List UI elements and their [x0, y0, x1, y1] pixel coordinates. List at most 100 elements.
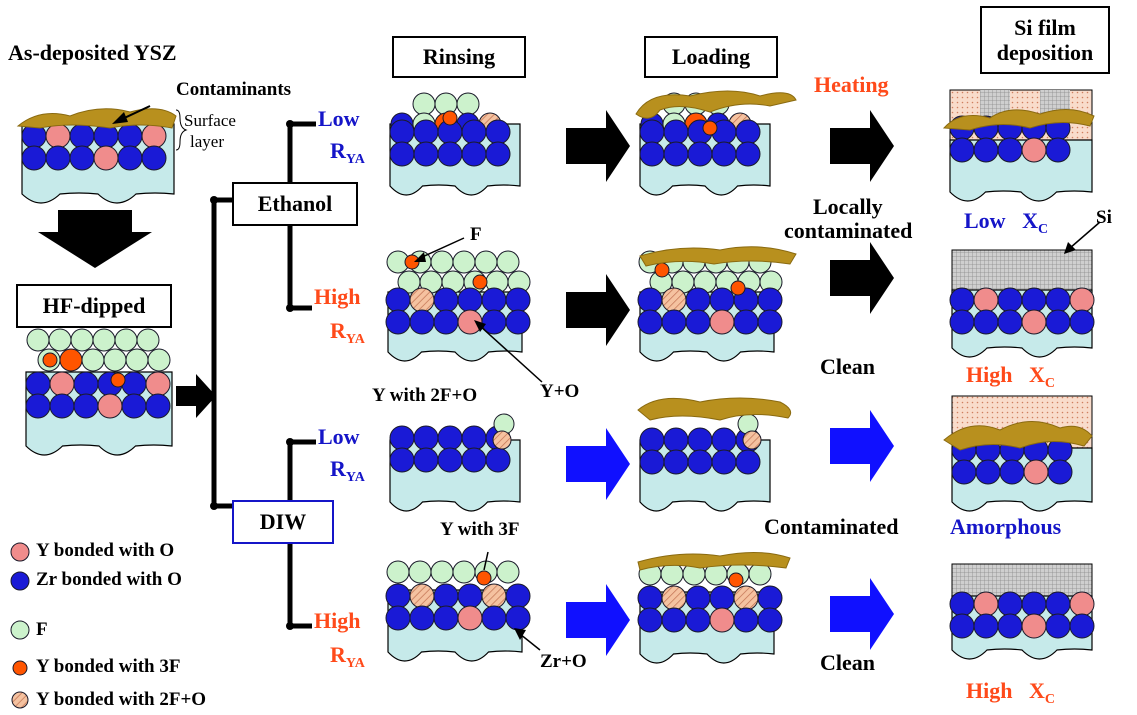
si-film-header-line2: deposition — [996, 40, 1094, 65]
y-o-atom — [141, 123, 167, 149]
zr-atom — [505, 287, 531, 313]
tree-node — [286, 438, 294, 446]
zr-atom — [413, 425, 439, 451]
si-film — [951, 249, 1093, 291]
zr-atom — [997, 309, 1023, 335]
y-3f-atom — [702, 120, 718, 136]
hf-dipped-box: HF-dipped — [16, 284, 172, 328]
zr-atom — [69, 123, 95, 149]
f-atom — [496, 250, 520, 274]
legend-zr-o: Zr bonded with O — [36, 569, 182, 590]
zr-atom — [1021, 591, 1047, 617]
zr-atom — [949, 613, 975, 639]
tree-node — [286, 622, 294, 630]
rinse-diw-high — [385, 551, 541, 662]
zr-atom — [457, 287, 483, 313]
zr-atom — [1045, 137, 1071, 163]
zr-atom — [1045, 591, 1071, 617]
y-3f-atom — [654, 262, 670, 278]
y-2fo-atom — [661, 585, 687, 611]
arrows — [38, 110, 894, 656]
f-atom — [496, 560, 520, 584]
zr-atom — [637, 585, 663, 611]
zr-atom — [437, 425, 463, 451]
ethanol-low-label: Low — [318, 106, 360, 131]
zr-atom — [461, 425, 487, 451]
zr-atom — [1021, 287, 1047, 313]
zr-atom — [687, 141, 713, 167]
zr-atom — [975, 459, 1001, 485]
arrow-rinse-load-2 — [566, 274, 630, 346]
r-symbol: R — [330, 456, 346, 481]
y-3f-atom — [110, 372, 126, 388]
layer-label: layer — [190, 132, 224, 151]
zr-atom — [385, 583, 411, 609]
f-atom — [430, 560, 454, 584]
y-2fo-atom — [409, 583, 435, 609]
low-xc-label: Low XC — [964, 210, 1048, 237]
si-pointer — [1069, 221, 1101, 249]
heating-label: Heating — [814, 72, 889, 97]
zr-atom — [1045, 613, 1071, 639]
zr-atom — [685, 309, 711, 335]
zr-atom — [973, 309, 999, 335]
rinsing-header: Rinsing — [392, 36, 526, 78]
outcome-high: High — [966, 362, 1013, 387]
zr-atom — [639, 427, 665, 453]
zr-atom — [687, 427, 713, 453]
y-3f-pointer — [483, 551, 489, 571]
diw-high-label: High — [314, 608, 361, 633]
zr-atom — [639, 119, 665, 145]
dep-1 — [942, 89, 1095, 202]
zr-atom — [1047, 459, 1073, 485]
arrow-heat-3 — [830, 410, 894, 482]
zr-atom — [389, 119, 415, 145]
zr-atom — [711, 427, 737, 453]
f-atom — [26, 328, 50, 352]
zr-atom — [637, 287, 663, 313]
zr-atom — [437, 141, 463, 167]
ethanol-high-label: High — [314, 284, 361, 309]
zr-atom — [685, 585, 711, 611]
y-3f-callout: Y with 3F — [440, 519, 520, 540]
zr-atom — [385, 309, 411, 335]
f-pointer-head — [414, 252, 426, 262]
y-3f-atom — [59, 348, 83, 372]
high-xc-label-2: High XC — [966, 680, 1055, 707]
y-o-atom — [1021, 309, 1047, 335]
f-atom — [136, 328, 160, 352]
zr-atom — [433, 583, 459, 609]
zr-atom — [735, 449, 761, 475]
arrow-heat-4 — [830, 578, 894, 650]
zr-atom — [25, 371, 51, 397]
f-atom — [81, 348, 105, 372]
y-3f-atom — [442, 110, 458, 126]
zr-atom — [949, 591, 975, 617]
y-3f-atom — [730, 280, 746, 296]
zr-o-callout: Zr+O — [540, 651, 587, 672]
contaminant-pointer-head — [112, 112, 128, 124]
zr-atom — [413, 141, 439, 167]
y-o-atom — [145, 371, 171, 397]
arrow-rinse-load-3 — [566, 428, 630, 500]
y-2fo-atom — [492, 430, 512, 450]
y-o-atom — [1023, 459, 1049, 485]
r-symbol: R — [330, 642, 346, 667]
y-2fo-atom — [481, 583, 507, 609]
zr-atom — [949, 287, 975, 313]
legend-y-2fo: Y bonded with 2F+O — [36, 689, 207, 710]
zr-atom — [485, 141, 511, 167]
y-o-atom — [1069, 591, 1095, 617]
tree-node — [210, 502, 218, 510]
f-atom — [474, 250, 498, 274]
diw-high-rya: RYA — [330, 644, 365, 671]
zr-atom — [757, 287, 783, 313]
dep-4 — [949, 563, 1095, 660]
clean-label-2: Clean — [820, 650, 875, 675]
si-label: Si — [1096, 207, 1112, 228]
f-atom — [114, 328, 138, 352]
f-atom — [452, 560, 476, 584]
diw-low-label: Low — [318, 424, 360, 449]
arrow-heat-1 — [830, 110, 894, 182]
